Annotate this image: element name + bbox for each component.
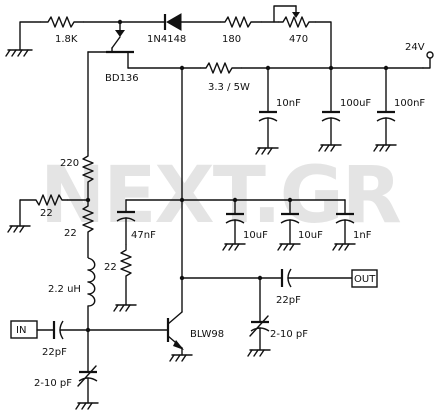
capacitor-1nf bbox=[332, 199, 356, 251]
resistor-1k8 bbox=[40, 16, 84, 28]
label-c-1n: 1nF bbox=[353, 230, 372, 241]
inductor-2u2 bbox=[87, 257, 96, 330]
transistor-blw98 bbox=[166, 311, 193, 362]
watermark: NEXT.GR bbox=[40, 151, 401, 241]
capacitor-100nf bbox=[373, 67, 397, 152]
out-port bbox=[351, 269, 378, 288]
label-c-100n: 100nF bbox=[394, 98, 425, 109]
label-r-220: 220 bbox=[60, 158, 79, 169]
label-r-3v3: 3.3 / 5W bbox=[208, 82, 250, 93]
label-r-22-low: 22 bbox=[104, 262, 117, 273]
label-c-22p-out: 22pF bbox=[276, 295, 301, 306]
resistor-22-side bbox=[20, 194, 68, 206]
trimmer-2-10pf-in bbox=[75, 365, 99, 410]
label-l-2u2: 2.2 uH bbox=[48, 284, 81, 295]
transistor-bd136 bbox=[87, 21, 134, 151]
top-rail bbox=[5, 5, 332, 69]
supply-terminal bbox=[426, 51, 434, 59]
in-port-label: IN bbox=[16, 325, 26, 336]
label-c-210-in: 2-10 pF bbox=[34, 378, 72, 389]
capacitor-10nf bbox=[255, 67, 279, 155]
diode-1n4148 bbox=[163, 13, 182, 31]
out-port-label: OUT bbox=[354, 274, 376, 285]
label-c-10u-a: 10uF bbox=[243, 230, 268, 241]
capacitor-47nf bbox=[116, 210, 136, 245]
resistor-180 bbox=[220, 16, 262, 28]
resistor-22-vertical bbox=[82, 200, 94, 258]
label-rv-470: 470 bbox=[289, 34, 308, 45]
resistor-22-low bbox=[120, 244, 132, 305]
label-c-22p-in: 22pF bbox=[42, 347, 67, 358]
capacitor-10uf-a bbox=[222, 199, 246, 251]
label-c-10u-b: 10uF bbox=[298, 230, 323, 241]
label-c-47n: 47nF bbox=[131, 230, 156, 241]
resistor-220 bbox=[82, 150, 94, 200]
label-d-1n4148: 1N4148 bbox=[147, 34, 186, 45]
capacitor-100uf bbox=[318, 67, 342, 152]
label-q-blw98: BLW98 bbox=[190, 329, 224, 340]
label-c-210-out: 2-10 pF bbox=[270, 329, 308, 340]
label-r-22-vertical: 22 bbox=[64, 228, 77, 239]
label-c-100u: 100uF bbox=[340, 98, 371, 109]
ground-symbol bbox=[5, 49, 33, 57]
label-r-22-side: 22 bbox=[40, 208, 53, 219]
trimmer-2-10pf-out bbox=[247, 315, 271, 357]
potentiometer-470 bbox=[273, 5, 316, 28]
label-supply: 24V bbox=[405, 42, 425, 53]
label-c-10n: 10nF bbox=[276, 98, 301, 109]
label-q-bd136: BD136 bbox=[105, 73, 139, 84]
resistor-3v3-5w bbox=[200, 62, 242, 74]
capacitor-10uf-b bbox=[277, 199, 301, 251]
label-r-180: 180 bbox=[222, 34, 241, 45]
label-r-1k8: 1.8K bbox=[55, 34, 78, 45]
